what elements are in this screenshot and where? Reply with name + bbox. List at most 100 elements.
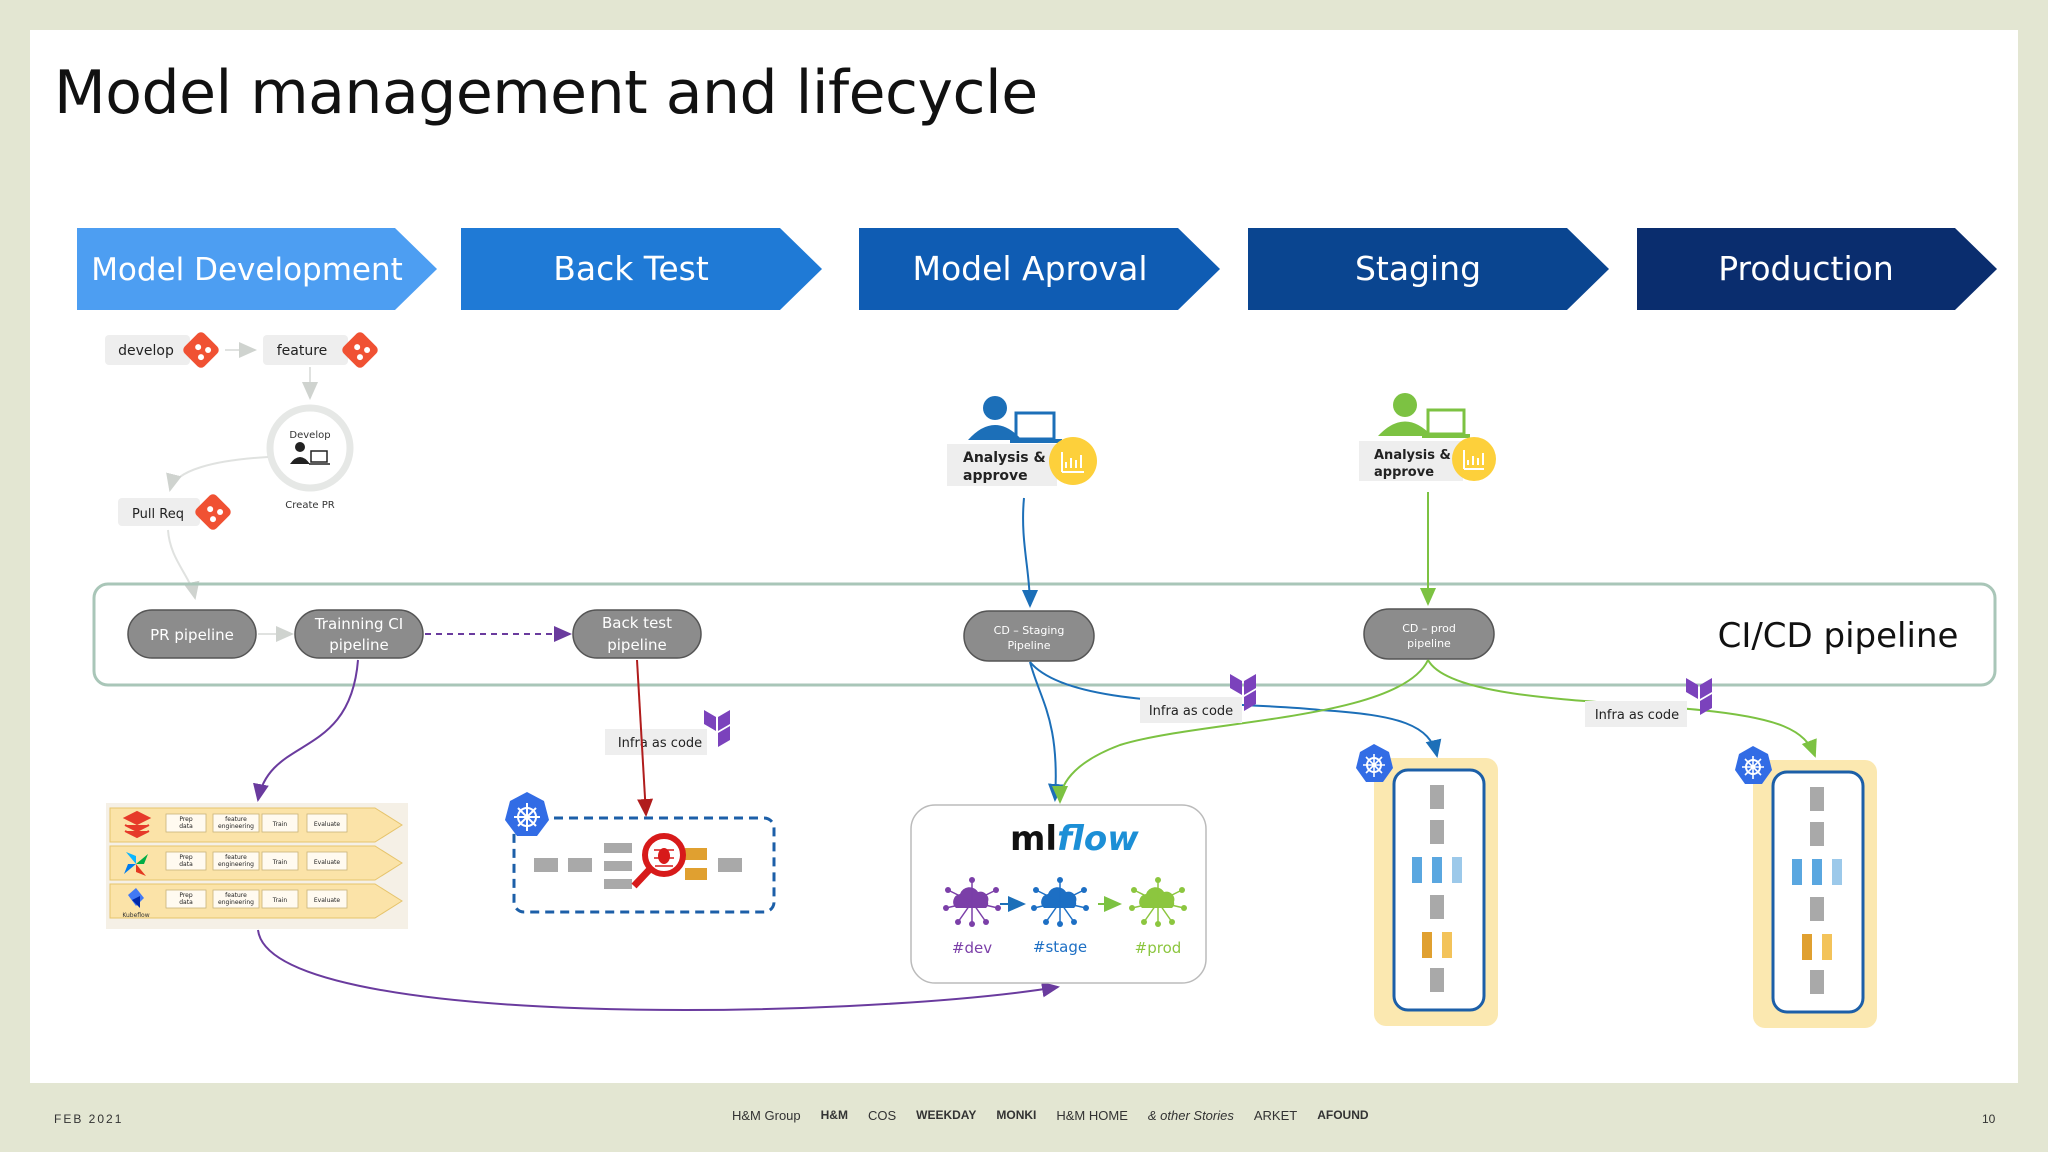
stage-label: Staging: [1355, 249, 1481, 288]
brand-afound: AFOUND: [1317, 1108, 1369, 1122]
pull-req-label: Pull Req: [132, 507, 184, 522]
analysis-label-line1: Analysis &: [1374, 448, 1451, 463]
test-environment-box: [512, 816, 776, 914]
mlflow-logo-ml: ml: [1010, 819, 1057, 859]
pipeline-step-label: engineering: [218, 861, 254, 868]
pipeline-step-box: [261, 889, 299, 909]
infra-as-code-prod: Infra as code: [1585, 678, 1712, 727]
chart-badge-icon: [1049, 437, 1097, 485]
develop-to-pullreq-arrow: [166, 456, 269, 492]
brand-arket: ARKET: [1253, 1108, 1298, 1123]
pipeline-step-label: feature: [225, 816, 247, 823]
brand-other-stories: & other Stories: [1147, 1108, 1234, 1123]
cloud-network-icon: [1129, 877, 1187, 927]
pipeline-step-label: feature: [225, 854, 247, 861]
pipeline-step-label: engineering: [218, 823, 254, 830]
develop-branch-label: develop: [118, 343, 174, 359]
bug-search-icon: [631, 833, 686, 889]
pr-pipeline-node: [127, 609, 257, 659]
brand-hm-group: H&M Group: [732, 1108, 801, 1123]
pipeline-step-label: Prep: [179, 892, 193, 899]
person-head: [983, 396, 1007, 420]
stage-label: Model Development: [91, 252, 403, 288]
backtest-to-test-env-arrow: [636, 659, 654, 817]
stage-label: Back Test: [553, 249, 709, 288]
brand-hm-home: H&M HOME: [1056, 1108, 1128, 1123]
terraform-icon: [1230, 674, 1256, 711]
training-ci-label-line1: Trainning CI: [314, 615, 403, 633]
brand-cos: COS: [867, 1108, 897, 1123]
mlflow-logo-flow: flow: [1057, 819, 1139, 859]
infra-label-backtest: Infra as code: [618, 736, 702, 751]
infra-label-staging: Infra as code: [1149, 704, 1233, 719]
env-frame: [1771, 770, 1865, 1014]
stage-chevron: [1248, 228, 1609, 310]
brand-weekday: WEEKDAY: [916, 1108, 977, 1122]
stage-chevron: [859, 228, 1220, 310]
develop-branch-box: [105, 335, 190, 365]
env-label-stage: #stage: [1033, 938, 1087, 956]
person-body: [968, 425, 1022, 440]
pipeline-step-box: [212, 813, 260, 833]
stage-model-development: Model Development: [77, 228, 437, 310]
pipeline-step-label: Prep: [179, 816, 193, 823]
pipeline-step-label: feature: [225, 892, 247, 899]
stage-model-aproval: Model Aproval: [859, 228, 1220, 310]
stage-production: Production: [1637, 228, 1997, 310]
env-label-dev: #dev: [952, 939, 992, 957]
infra-as-code-staging: Infra as code: [1140, 674, 1256, 723]
footer-brands: H&M Group H&M COS WEEKDAY MONKI H&M HOME…: [732, 1108, 1369, 1123]
developer-icon: [290, 442, 330, 465]
cd-staging-label-line1: CD – Staging: [994, 624, 1065, 637]
analysis-label-line1: Analysis &: [963, 450, 1046, 466]
stage-chevron: [461, 228, 822, 310]
cloud-network-icon: [1031, 877, 1089, 927]
back-test-label-line1: Back test: [602, 614, 672, 632]
analysis-approve-staging: Analysis & approve: [1359, 393, 1496, 481]
pipeline-step-box: [261, 813, 299, 833]
pullreq-to-pipeline-arrow: [167, 529, 200, 600]
infra-box-prod: [1585, 701, 1687, 727]
stage-chevron: [77, 228, 437, 310]
analysis-label-line2: approve: [963, 468, 1028, 484]
stage-back-test: Back Test: [461, 228, 822, 310]
pipeline-step-box: [306, 851, 348, 871]
cicd-label: CI/CD pipeline: [1718, 616, 1959, 656]
git-icon: [342, 332, 378, 368]
kubernetes-icon: [1735, 746, 1772, 784]
kubernetes-icon: [505, 792, 549, 836]
footer-date: FEB 2021: [54, 1112, 124, 1126]
cd-prod-label-line1: CD – prod: [1402, 622, 1456, 635]
stage-chevron: [1637, 228, 1997, 310]
pipeline-step-box: [212, 889, 260, 909]
test-flow-steps: [534, 843, 742, 889]
person-body: [1378, 421, 1432, 436]
pull-req-box: [118, 498, 200, 526]
terraform-icon: [1686, 678, 1712, 715]
env-label-prod: #prod: [1135, 939, 1182, 957]
feature-branch-label: feature: [277, 343, 328, 359]
pipeline-step-box: [165, 889, 207, 909]
pipeline-step-label: data: [179, 899, 193, 906]
pipeline-step-label: Evaluate: [314, 897, 341, 904]
mlflow-panel: mlflow #dev #stage #prod: [910, 804, 1207, 984]
mlflow-logo: mlflow: [1010, 819, 1139, 859]
pipeline-step-label: Evaluate: [314, 859, 341, 866]
develop-cycle-ring: [266, 404, 354, 492]
pipeline-step-box: [165, 851, 207, 871]
page-number: 10: [1982, 1112, 1996, 1126]
back-test-label-line2: pipeline: [607, 636, 667, 654]
stage-staging: Staging: [1248, 228, 1609, 310]
git-icon: [183, 332, 219, 368]
person-head: [1393, 393, 1417, 417]
terraform-icon: [704, 710, 730, 747]
production-environment: [1735, 746, 1877, 1028]
pipeline-step-label: Train: [272, 897, 288, 904]
git-icon: [195, 494, 231, 530]
pipeline-step-box: [212, 851, 260, 871]
analysis-label-line2: approve: [1374, 465, 1434, 480]
laptop-screen: [1014, 411, 1056, 441]
databricks-icon: [122, 810, 152, 839]
back-test-area: Infra as code: [505, 659, 776, 914]
